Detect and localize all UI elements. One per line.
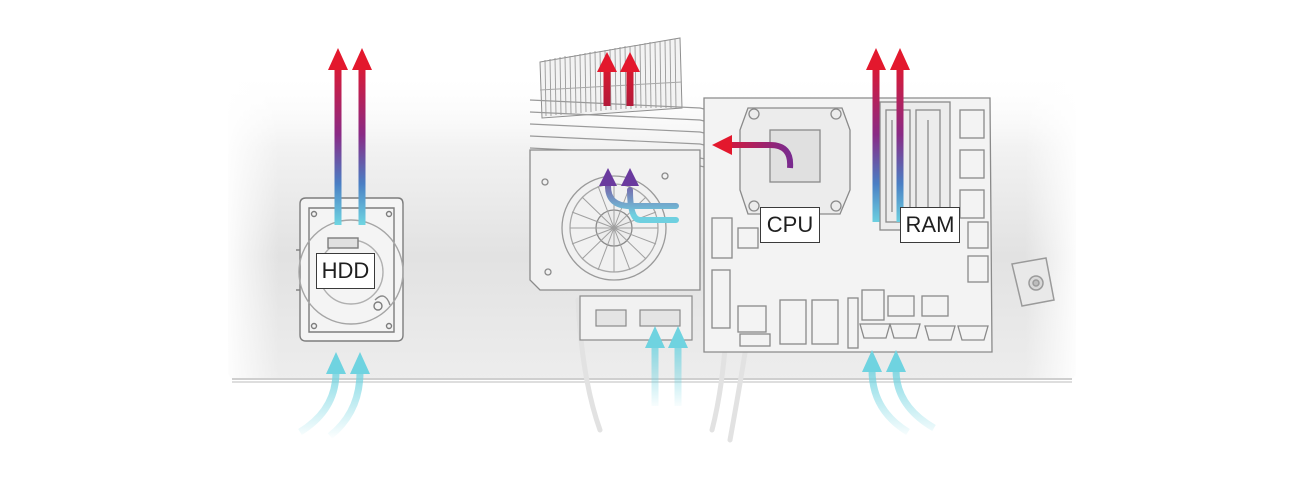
fan-intake-arrows [599, 168, 679, 223]
ssd-intake-arrows [645, 326, 688, 406]
cooling-fan [529, 149, 701, 291]
cpu-socket [739, 107, 851, 215]
heatsink-exhaust-arrows [597, 52, 640, 106]
hdd-exhaust-arrows [328, 48, 372, 225]
board-components [711, 109, 989, 333]
side-bracket [1011, 257, 1055, 307]
io-ports [739, 289, 989, 349]
cpu-label: CPU [760, 207, 820, 243]
ram-label: RAM [900, 207, 960, 243]
hdd-label: HDD [316, 253, 375, 289]
ram-exhaust-arrows [866, 48, 910, 222]
hdd-intake-arrows [298, 352, 370, 439]
motherboard [703, 97, 993, 353]
m2-ssd [579, 295, 693, 341]
cpu-heat-arrow [712, 135, 794, 169]
heatsink-fins [539, 37, 683, 119]
io-intake-arrows [862, 350, 936, 435]
